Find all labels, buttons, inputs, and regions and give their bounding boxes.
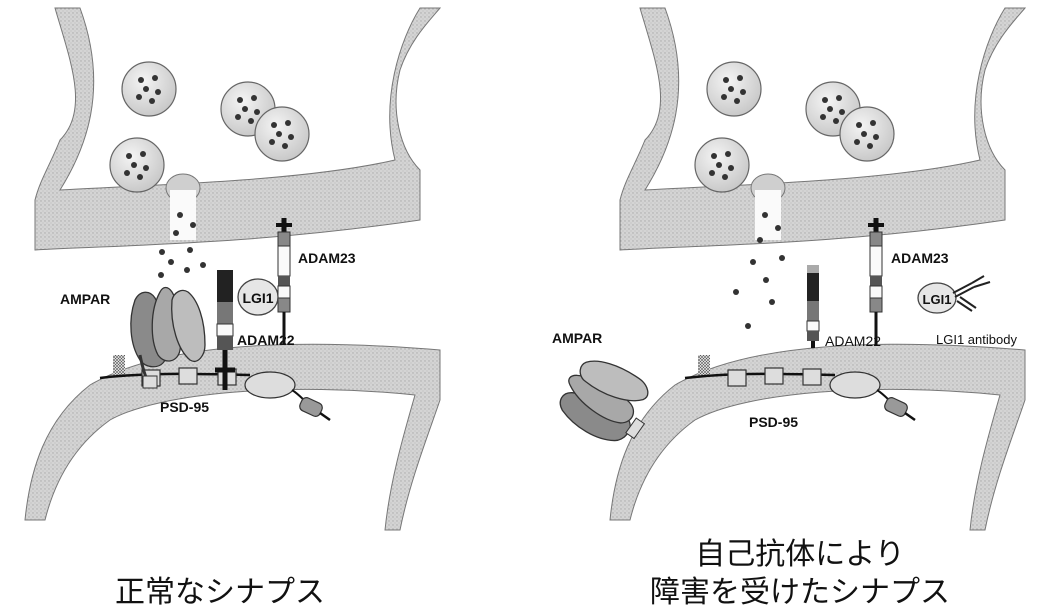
synaptic-vesicle	[840, 107, 894, 161]
normal-synapse-caption: 正常なシナプス	[90, 574, 350, 612]
psd-95-tail	[298, 396, 324, 418]
adam22-label: ADAM22	[237, 332, 295, 348]
normal-synapse-panel: LGI1 AMPAR ADAM22 ADAM23 PSD-95	[25, 8, 440, 530]
synaptic-vesicle	[255, 107, 309, 161]
adam23-label: ADAM23	[891, 250, 949, 266]
psd-95-domain	[728, 370, 746, 386]
adam22-label: ADAM22	[825, 333, 881, 349]
synaptic-vesicle	[707, 62, 761, 116]
psd-95-tail	[883, 396, 909, 418]
psd-95-gk-domain	[830, 372, 880, 398]
psd-95-domain	[179, 368, 197, 384]
antibody-synapse-caption-line1: 自己抗体により	[640, 536, 960, 574]
adam23-label: ADAM23	[298, 250, 356, 266]
psd-95-gk-domain	[245, 372, 295, 398]
lgi1-label: LGI1	[242, 290, 273, 306]
psd-95-label: PSD-95	[160, 399, 209, 415]
adam22-protein	[807, 265, 819, 348]
adam22-protein	[215, 270, 235, 390]
synaptic-vesicle	[695, 138, 749, 192]
antibody-synapse-panel: LGI1 AMPAR ADAM22 ADAM23 LGI1 antibody P…	[550, 8, 1025, 530]
lgi1-protein: LGI1	[918, 283, 956, 313]
psd-95-domain	[765, 368, 783, 384]
adam23-protein	[276, 218, 292, 345]
psd-95-domain	[803, 369, 821, 385]
adam23-protein	[868, 218, 884, 345]
lgi1-antibody-label: LGI1 antibody	[936, 332, 1017, 347]
psd-mesh	[113, 355, 125, 377]
ampar-label: AMPAR	[60, 291, 110, 307]
lgi1-label: LGI1	[923, 292, 952, 307]
synaptic-vesicle	[110, 138, 164, 192]
lgi1-protein: LGI1	[238, 279, 278, 315]
lgi1-antibody	[953, 276, 990, 311]
psd-mesh	[698, 355, 710, 377]
antibody-synapse-caption-line2: 障害を受けたシナプス	[640, 574, 960, 612]
ampar-label: AMPAR	[552, 330, 602, 346]
psd-95-label: PSD-95	[749, 414, 798, 430]
synaptic-vesicle	[122, 62, 176, 116]
